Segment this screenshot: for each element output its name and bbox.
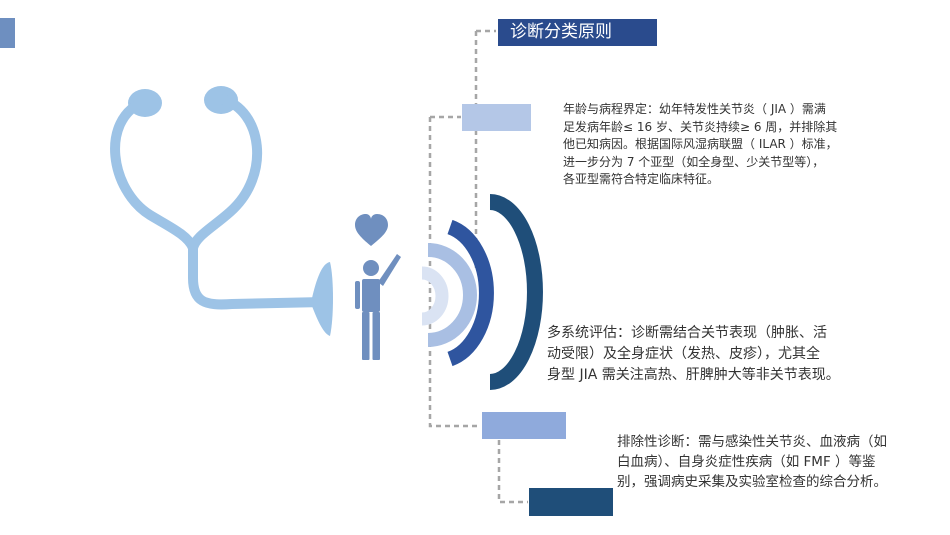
person-icon xyxy=(355,254,401,360)
wave-3 xyxy=(447,219,494,367)
item-3-line-2: 白血病）、自身炎症性疾病（如 FMF ）等鉴 xyxy=(617,454,876,470)
person-leg-left xyxy=(362,312,370,360)
stethoscope-tube xyxy=(110,97,329,310)
person-arm-left xyxy=(355,281,360,309)
diagram-title: 诊断分类原则 xyxy=(498,19,657,46)
item-1-line-1: 年龄与病程界定：幼年特发性关节炎（ JIA ）需满 xyxy=(563,102,826,116)
item-1-line-5: 各亚型需符合特定临床特征。 xyxy=(563,172,720,186)
item-2-line-3: 身型 JIA 需关注高热、肝脾肿大等非关节表现。 xyxy=(547,367,840,383)
chest-piece xyxy=(312,262,333,336)
item-3-text: 排除性诊断：需与感染性关节炎、血液病（如 白血病）、自身炎症性疾病（如 FMF … xyxy=(617,432,887,492)
corner-decoration xyxy=(0,18,15,48)
label-box-2 xyxy=(482,412,566,439)
wave-2 xyxy=(427,243,477,347)
item-2-text: 多系统评估：诊断需结合关节表现（肿胀、活 动受限）及全身症状（发热、皮疹），尤其… xyxy=(547,323,840,386)
label-box-1 xyxy=(462,104,531,131)
item-3-line-1: 排除性诊断：需与感染性关节炎、血液病（如 xyxy=(617,434,887,450)
item-1-text: 年龄与病程界定：幼年特发性关节炎（ JIA ）需满 足发病年龄≤ 16 岁、关节… xyxy=(563,101,838,189)
signal-waves-icon xyxy=(421,194,543,390)
person-arm-raised xyxy=(378,254,401,286)
connector-left xyxy=(428,117,481,428)
connector-lines xyxy=(428,29,528,504)
connector-bottom xyxy=(497,440,528,504)
wave-1 xyxy=(421,266,449,326)
item-3-line-3: 别，强调病史采集及实验室检查的综合分析。 xyxy=(617,474,887,490)
person-head xyxy=(363,260,379,276)
item-1-line-2: 足发病年龄≤ 16 岁、关节炎持续≥ 6 周，并排除其 xyxy=(563,119,838,134)
item-1-line-4: 进一步分为 7 个亚型（如全身型、少关节型等）， xyxy=(563,154,825,169)
item-1-line-3: 他已知病因。根据国际风湿病联盟（ ILAR ）标准， xyxy=(563,137,838,151)
stethoscope-icon xyxy=(110,86,333,336)
person-torso xyxy=(362,279,380,312)
stethoscope-tube-right xyxy=(188,94,263,253)
person-leg-right xyxy=(372,312,380,360)
heart-icon xyxy=(355,214,388,246)
label-box-3 xyxy=(529,488,613,516)
wave-4 xyxy=(489,194,543,390)
item-2-line-1: 多系统评估：诊断需结合关节表现（肿胀、活 xyxy=(547,325,827,341)
item-2-line-2: 动受限）及全身症状（发热、皮疹），尤其全 xyxy=(547,346,820,362)
